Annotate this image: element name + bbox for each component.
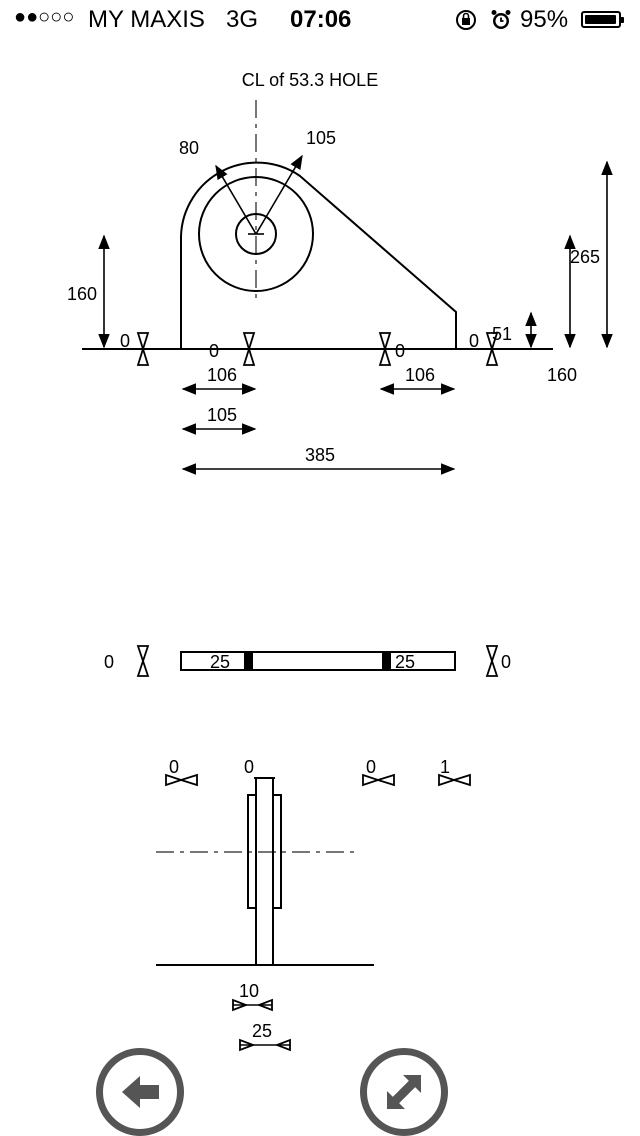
rotation-lock-icon bbox=[456, 10, 476, 30]
right-extension-160-label[interactable]: 160 bbox=[547, 365, 577, 385]
back-button[interactable] bbox=[96, 1048, 184, 1136]
plan-slot-right-label[interactable]: 25 bbox=[395, 652, 415, 672]
alarm-icon bbox=[491, 10, 511, 29]
side-view-markers bbox=[165, 773, 471, 1052]
side-boss-width-label[interactable]: 25 bbox=[252, 1021, 272, 1041]
plan-view-outline bbox=[136, 645, 499, 677]
side-view-outline bbox=[156, 777, 374, 966]
height-265-label[interactable]: 265 bbox=[570, 247, 600, 267]
baseline-markers bbox=[136, 332, 499, 366]
plan-slot-left-label[interactable]: 25 bbox=[210, 652, 230, 672]
battery-icon bbox=[581, 11, 624, 28]
radius-80-label[interactable]: 80 bbox=[179, 138, 199, 158]
side-offset-c-label[interactable]: 0 bbox=[366, 757, 376, 777]
width-106-left-label[interactable]: 106 bbox=[207, 365, 237, 385]
battery-percentage: 95% bbox=[520, 6, 569, 33]
offset-left-label[interactable]: 0 bbox=[120, 331, 130, 351]
carrier-name: MY MAXIS bbox=[88, 6, 205, 33]
offset-inner-right-label[interactable]: 0 bbox=[395, 341, 405, 361]
centerline-label: CL of 53.3 HOLE bbox=[242, 70, 378, 90]
front-view-outline bbox=[82, 161, 553, 350]
side-offset-a-label[interactable]: 0 bbox=[169, 757, 179, 777]
offset-right-label[interactable]: 0 bbox=[469, 331, 479, 351]
expand-button[interactable] bbox=[360, 1048, 448, 1136]
plan-offset-right-label[interactable]: 0 bbox=[501, 652, 511, 672]
network-type: 3G bbox=[226, 6, 259, 33]
signal-strength: ●●○○○ bbox=[14, 6, 75, 28]
width-106-right-label[interactable]: 106 bbox=[405, 365, 435, 385]
side-offset-d-label[interactable]: 1 bbox=[440, 757, 450, 777]
offset-inner-left-label[interactable]: 0 bbox=[209, 341, 219, 361]
radius-leaders bbox=[215, 154, 303, 235]
arrow-left-icon bbox=[122, 1076, 159, 1108]
expand-icon bbox=[387, 1075, 421, 1109]
status-time: 07:06 bbox=[290, 6, 352, 33]
side-thickness-label[interactable]: 10 bbox=[239, 981, 259, 1001]
width-385-label[interactable]: 385 bbox=[305, 445, 335, 465]
side-offset-b-label[interactable]: 0 bbox=[244, 757, 254, 777]
width-105-label[interactable]: 105 bbox=[207, 405, 237, 425]
radius-105-label[interactable]: 105 bbox=[306, 128, 336, 148]
plan-offset-left-label[interactable]: 0 bbox=[104, 652, 114, 672]
status-bar: ●●○○○ MY MAXIS 3G 07:06 95% bbox=[0, 0, 640, 40]
height-160-label[interactable]: 160 bbox=[67, 284, 97, 304]
chamfer-51-label[interactable]: 51 bbox=[492, 324, 512, 344]
